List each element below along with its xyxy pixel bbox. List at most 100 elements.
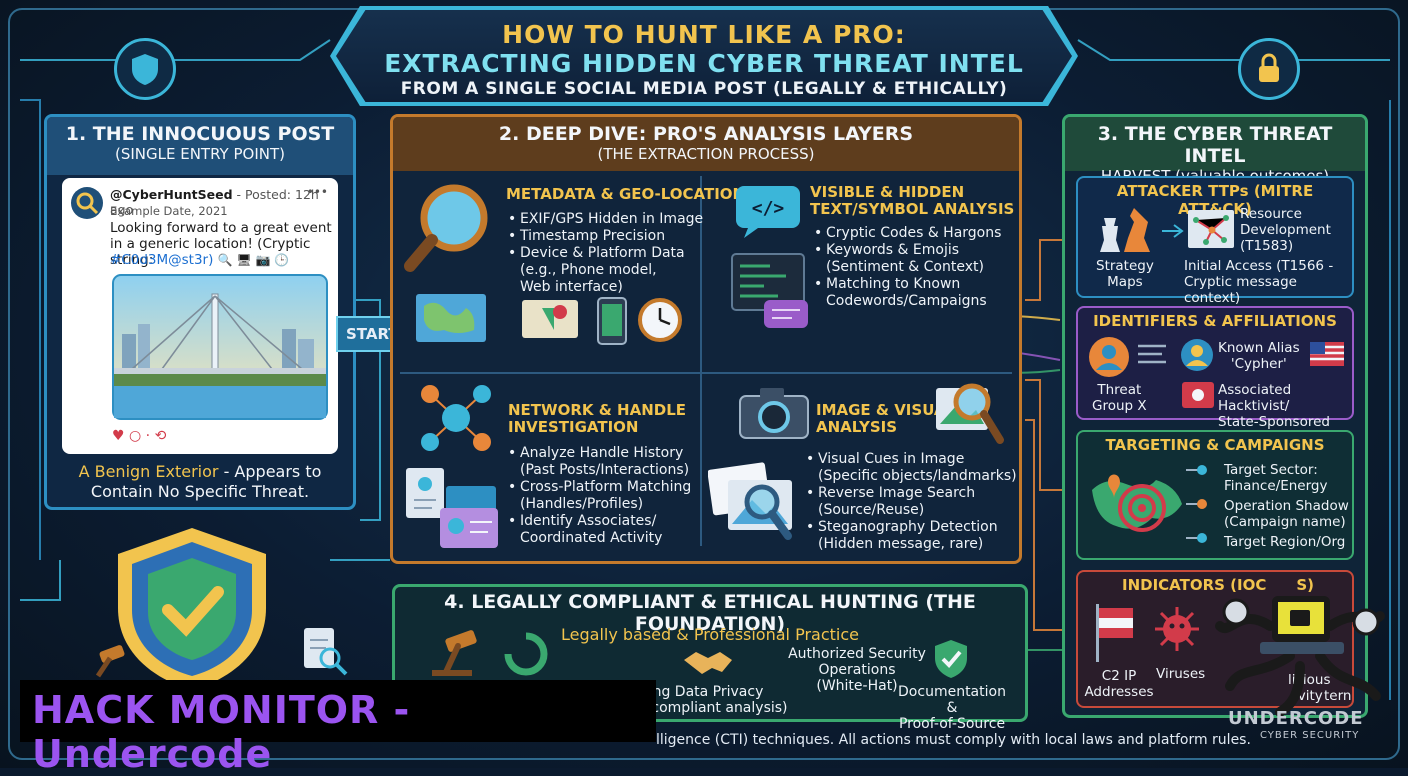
brand-sub: CYBER SECURITY xyxy=(1260,730,1360,741)
targeting-title: TARGETING & CAMPAIGNS xyxy=(1105,436,1325,454)
indicators-title-main: INDICATORS (IOC xyxy=(1122,576,1267,594)
target-region: Target Region/Org xyxy=(1224,534,1346,550)
network-bullets: Analyze Handle History (Past Posts/Inter… xyxy=(508,445,691,547)
text-bullet-3-cont: Codewords/Campaigns xyxy=(826,293,987,309)
panel2-header: 2. DEEP DIVE: PRO'S ANALYSIS LAYERS (THE… xyxy=(393,117,1019,171)
post-actions[interactable]: ♥ ○ · ⟲ xyxy=(112,428,167,444)
auth-line-2: Operations xyxy=(818,662,896,678)
targeting-box: TARGETING & CAMPAIGNS Target Sector: Fin… xyxy=(1076,430,1354,560)
text-title: VISIBLE & HIDDEN TEXT/SYMBOL ANALYSIS xyxy=(810,184,1014,218)
benign-caption-rest: - Appears to Contain No Specific Threat. xyxy=(90,462,322,501)
image-search-icon xyxy=(936,383,1004,444)
ttps-box: ATTACKER TTPs (MITRE ATT&CK) Strategy Ma… xyxy=(1076,176,1354,306)
meta-bullet-3-cont: (e.g., Phone model, xyxy=(520,262,657,278)
recycle-icon xyxy=(504,632,548,676)
title-line-3: FROM A SINGLE SOCIAL MEDIA POST (LEGALLY… xyxy=(400,79,1008,99)
panel2-heading: 2. DEEP DIVE: PRO'S ANALYSIS LAYERS xyxy=(498,123,914,145)
c2-line-2: Addresses xyxy=(1084,684,1154,700)
hacktivist-flag-icon xyxy=(1182,382,1214,408)
panel1-subheading: (SINGLE ENTRY POINT) xyxy=(114,145,285,163)
text-title-1: VISIBLE & HIDDEN xyxy=(810,183,965,201)
hacker-mascot-icon xyxy=(1215,596,1385,716)
mitre-map-icon xyxy=(1188,210,1234,248)
big-shield-check-icon xyxy=(118,528,266,690)
maps-label: Maps xyxy=(1107,274,1143,290)
image-title: IMAGE & VISUAL ANALYSIS xyxy=(816,402,955,436)
lock-icon xyxy=(1259,53,1279,82)
brand-logo: UNDERCODE xyxy=(1228,708,1364,729)
check-shield-icon xyxy=(935,640,967,678)
c2-flag-icon xyxy=(1096,604,1133,662)
post-handle[interactable]: @CyberHuntSeed xyxy=(110,187,233,202)
auth-line-3: (White-Hat) xyxy=(816,678,898,694)
meta-bullets: EXIF/GPS Hidden in Image Timestamp Preci… xyxy=(508,211,703,296)
target-sector-2: Finance/Energy xyxy=(1224,478,1328,494)
text-lines-icon xyxy=(1138,344,1166,364)
watermark-banner: HACK MONITOR - Undercode xyxy=(20,680,656,776)
operation-shadow: Operation Shadow (Campaign name) xyxy=(1224,498,1349,530)
rd-line-2: Development xyxy=(1240,222,1331,238)
code-bubble-icon: </> xyxy=(736,186,800,238)
image-bullets: Visual Cues in Image (Specific objects/l… xyxy=(806,451,1017,553)
meta-bullet-1: EXIF/GPS Hidden in Image xyxy=(508,211,703,228)
post-menu-icon[interactable]: ••• xyxy=(306,185,328,199)
target-sector: Target Sector: Finance/Energy xyxy=(1224,462,1327,494)
text-bullet-2-cont: (Sentiment & Context) xyxy=(826,259,984,275)
bridge-photo xyxy=(112,274,328,420)
strategy-label: Strategy xyxy=(1096,258,1154,274)
clock-icon xyxy=(638,298,682,342)
c2-ip: C2 IP Addresses xyxy=(1084,668,1154,700)
indicators-title-end: S) xyxy=(1296,576,1315,594)
target-bullets-icon xyxy=(1186,465,1207,543)
network-bullet-3: Identify Associates/ xyxy=(508,513,691,530)
group-line-2: Group X xyxy=(1092,398,1147,414)
world-map-icon xyxy=(416,294,486,342)
image-bullet-1-cont: (Specific objects/landmarks) xyxy=(818,468,1017,484)
group-line-1: Threat xyxy=(1097,382,1142,398)
document-search-icon xyxy=(304,628,348,676)
ia-line-1: Initial Access (T1566 - xyxy=(1184,258,1334,274)
avatar-magnifier-icon xyxy=(71,187,103,219)
indicator-fragment-4: tern xyxy=(1324,688,1352,704)
watermark-text: HACK MONITOR - Undercode xyxy=(32,688,411,776)
shield-badge xyxy=(114,38,176,100)
doc-line-2: Proof-of-Source xyxy=(898,716,1006,732)
virus-icon xyxy=(1155,607,1199,651)
gavel-icon xyxy=(432,630,477,676)
meta-title: METADATA & GEO-LOCATION xyxy=(506,185,746,203)
map-pin-icon xyxy=(522,300,578,338)
image-bullet-3-cont: (Hidden message, rare) xyxy=(818,536,984,552)
initial-access: Initial Access (T1566 - Cryptic message … xyxy=(1184,258,1352,306)
lock-badge xyxy=(1238,38,1300,100)
arrow-right-icon xyxy=(1162,224,1184,238)
panel3-header: 3. THE CYBER THREAT INTEL HARVEST (valua… xyxy=(1065,117,1365,185)
authorized-ops: Authorized Security Operations (White-Ha… xyxy=(788,646,926,694)
network-title-2: INVESTIGATION xyxy=(508,418,639,436)
text-bullet-3: Matching to Known xyxy=(814,276,1001,293)
image-title-1: IMAGE & VISUAL xyxy=(816,401,956,419)
start-label: START xyxy=(346,325,399,343)
benign-caption: A Benign Exterior - Appears to Contain N… xyxy=(48,462,352,502)
text-bullets: Cryptic Codes & Hargons Keywords & Emoji… xyxy=(814,225,1001,310)
panel1-header: 1. THE INNOCUOUS POST (SINGLE ENTRY POIN… xyxy=(47,117,353,175)
title-line-1: HOW TO HUNT LIKE A PRO: xyxy=(502,20,906,49)
network-bullet-2-cont: (Handles/Profiles) xyxy=(520,496,644,512)
rd-line-1: Resource xyxy=(1240,206,1302,222)
viruses-label: Viruses xyxy=(1156,666,1206,682)
rd-line-3: (T1583) xyxy=(1240,238,1294,254)
c2-line-1: C2 IP xyxy=(1101,668,1137,684)
title-line-2: EXTRACTING HIDDEN CYBER THREAT INTEL xyxy=(384,49,1024,78)
meta-bullet-3: Device & Platform Data xyxy=(508,245,703,262)
post-cryptic-string[interactable]: #C0d3M@st3r) xyxy=(110,252,214,268)
resource-development: Resource Development (T1583) xyxy=(1240,206,1331,254)
operation-line-2: (Campaign name) xyxy=(1224,514,1346,530)
network-nodes-icon xyxy=(421,385,491,451)
known-alias: Known Alias 'Cypher' xyxy=(1218,340,1300,372)
alias-avatar-icon xyxy=(1181,339,1213,371)
target-sector-1: Target Sector: xyxy=(1224,462,1318,478)
shield-icon xyxy=(132,54,158,85)
operation-line-1: Operation Shadow xyxy=(1224,498,1349,514)
post-header: @CyberHuntSeed - Posted: 12h ago xyxy=(110,187,338,217)
threat-group: Threat Group X xyxy=(1092,382,1147,414)
alias-line-1: Known Alias xyxy=(1218,340,1300,356)
